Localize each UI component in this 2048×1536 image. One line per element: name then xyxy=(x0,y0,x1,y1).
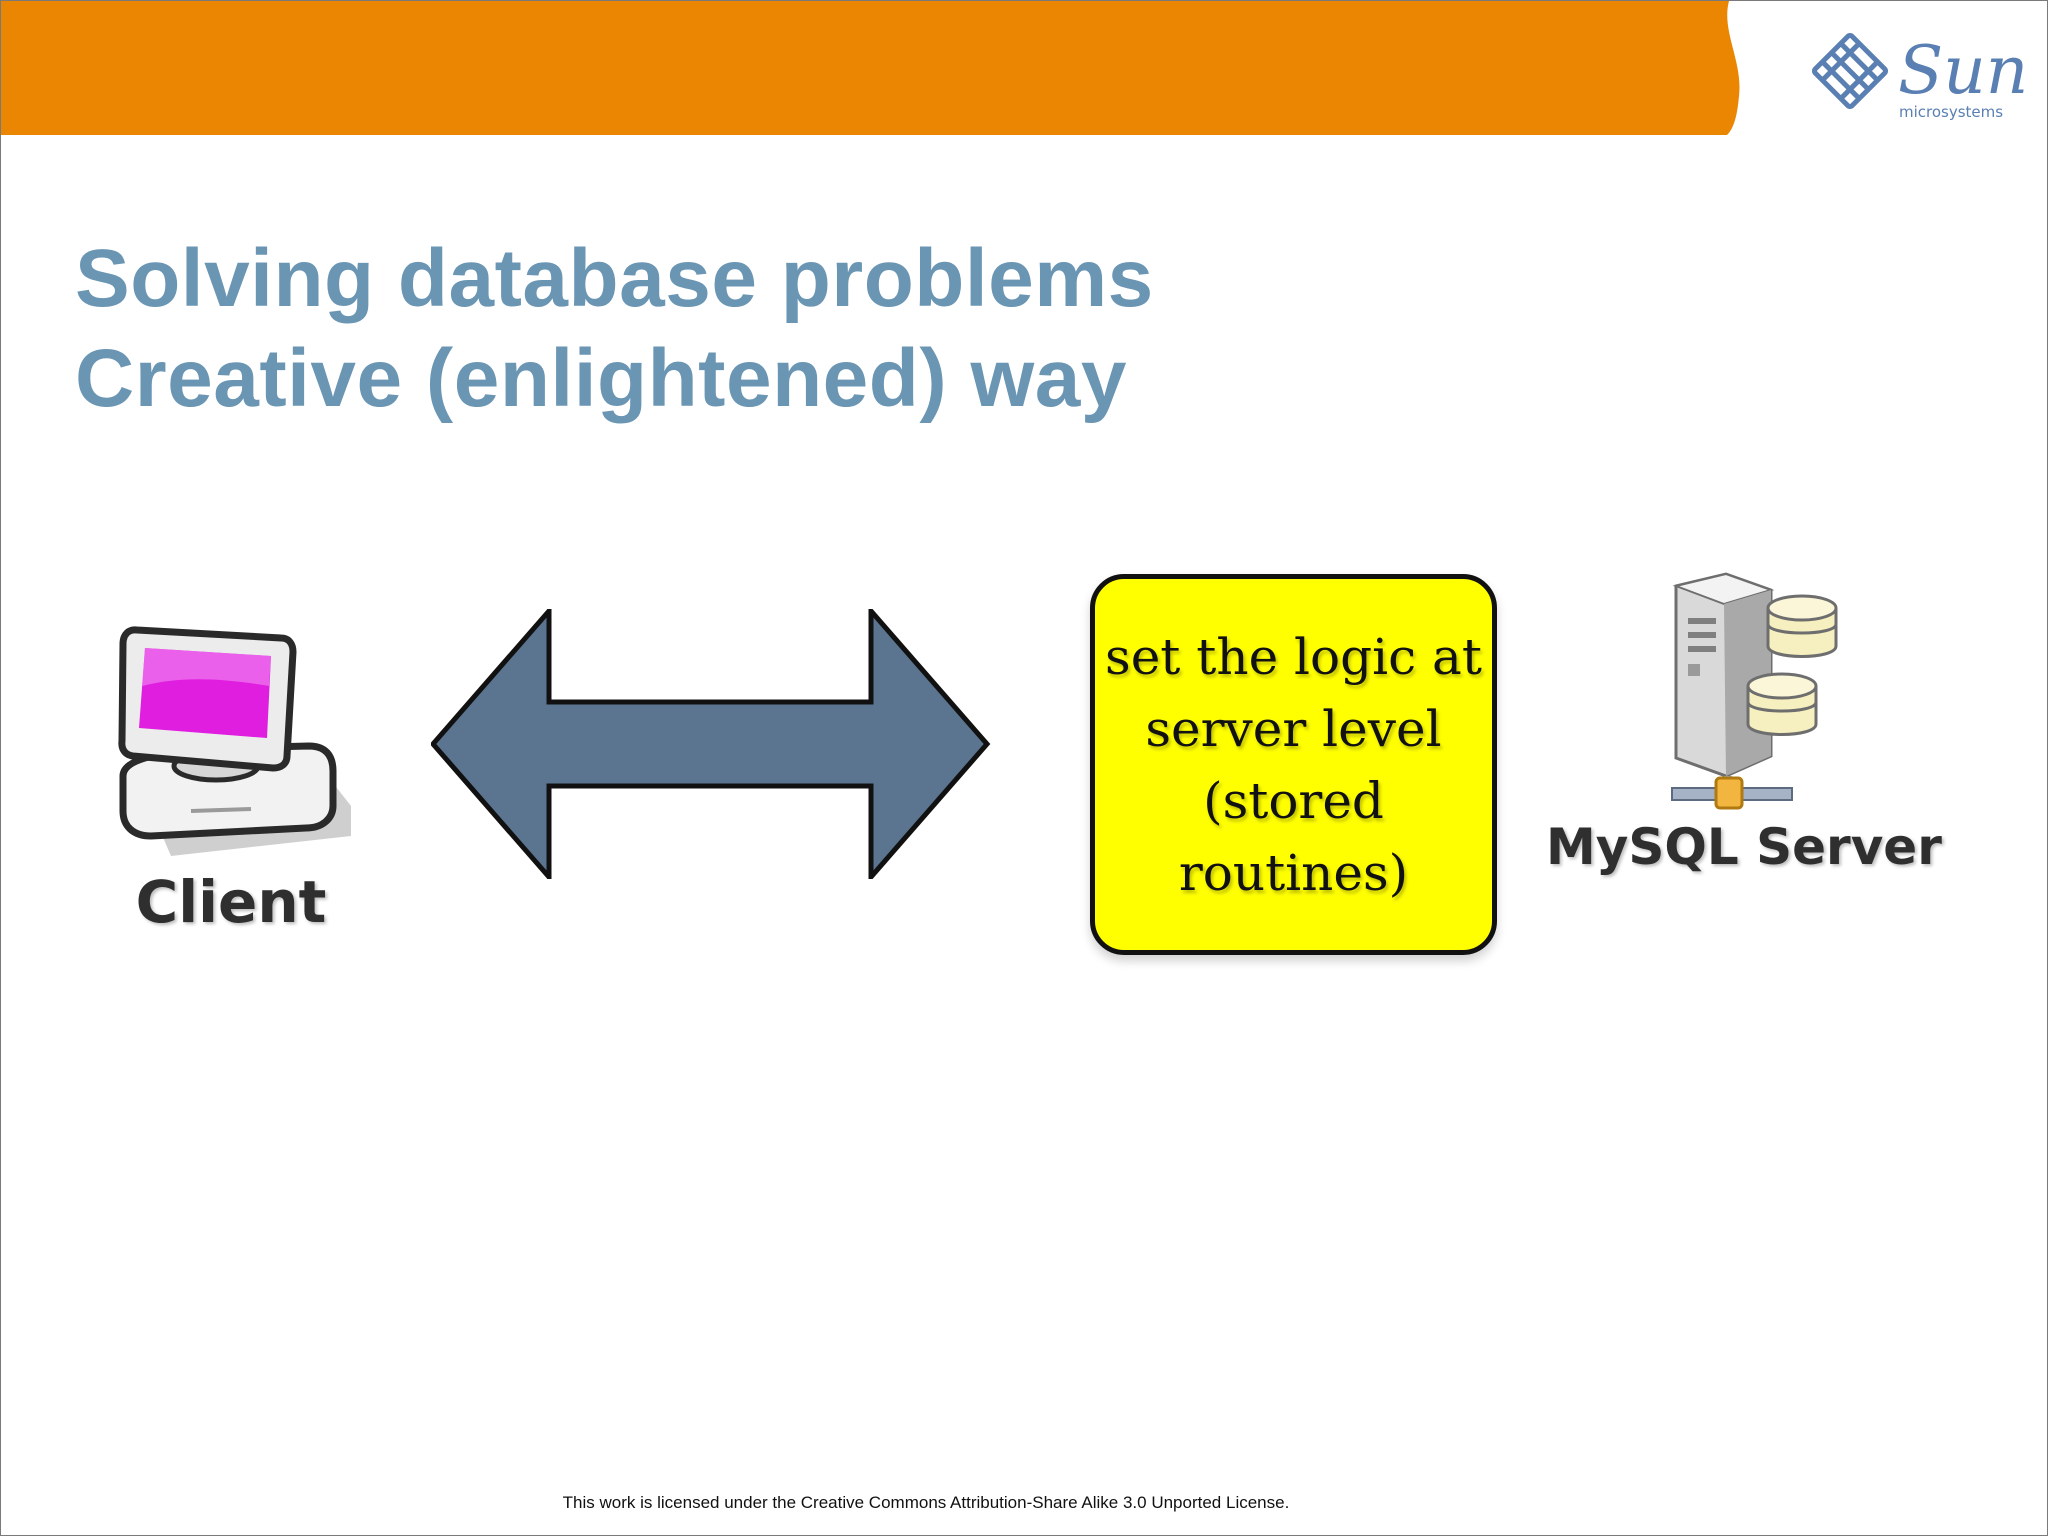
server-node: MySQL Server xyxy=(1546,566,1942,901)
callout-line: server level xyxy=(1145,699,1442,758)
license-footer: This work is licensed under the Creative… xyxy=(562,1493,1290,1512)
client-node: Client xyxy=(111,606,371,941)
stored-routines-callout: set the logic at server level (stored ro… xyxy=(1090,574,1497,955)
svg-text:microsystems: microsystems xyxy=(1899,103,2003,121)
callout-line: set the logic at xyxy=(1105,627,1482,686)
bidirectional-arrow-icon xyxy=(429,604,991,884)
client-label: Client xyxy=(135,868,327,936)
callout-line: (stored xyxy=(1203,771,1384,830)
title-line: Creative (enlightened) way xyxy=(75,333,1127,424)
database-server-icon xyxy=(1671,572,1838,810)
mysql-server-label: MySQL Server xyxy=(1546,818,1942,876)
callout-line: routines) xyxy=(1178,843,1409,902)
title-line: Solving database problems xyxy=(75,233,1154,324)
sun-microsystems-logo: Sun microsystems xyxy=(1806,27,2031,127)
callout-text: set the logic at server level (stored ro… xyxy=(1096,621,1491,909)
svg-text:Sun: Sun xyxy=(1898,32,2028,109)
slide-title: Solving database problems Creative (enli… xyxy=(75,229,1154,429)
computer-monitor-icon xyxy=(118,626,351,856)
header-band xyxy=(1,1,2047,137)
